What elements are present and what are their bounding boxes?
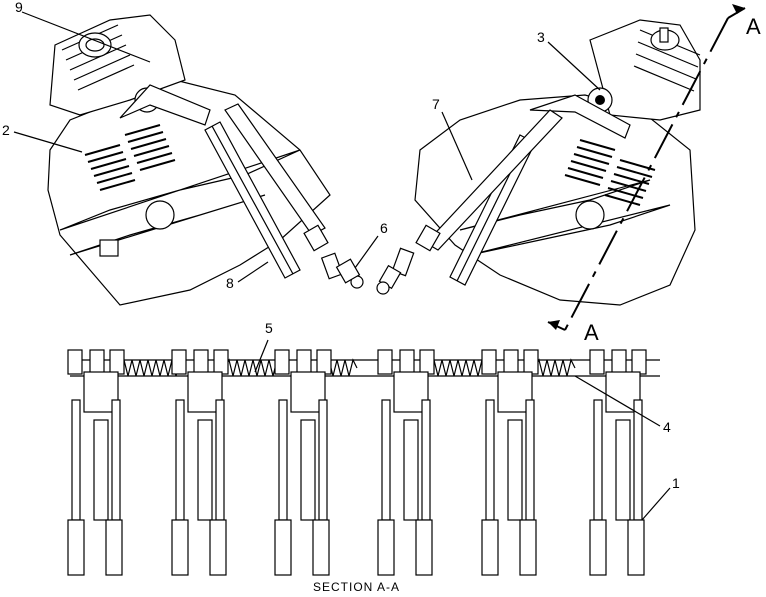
callout-2: 2 (2, 122, 10, 138)
leader-lines (13, 11, 671, 521)
rocker-group-1 (67, 349, 125, 576)
callout-5: 5 (265, 320, 273, 336)
rocker-group-3 (274, 349, 332, 576)
rocker-group-6 (589, 349, 647, 576)
rocker-shaft-assembly (67, 349, 660, 576)
section-marker-top: A (746, 14, 761, 39)
callout-9: 9 (15, 0, 23, 15)
callout-1: 1 (672, 475, 680, 491)
callout-3: 3 (537, 29, 545, 45)
left-valve-spring-b (124, 124, 176, 171)
section-caption: SECTION A-A (313, 580, 401, 594)
rocker-group-2 (171, 349, 229, 576)
right-valve-spring-b (604, 159, 656, 206)
right-injector-rod (425, 109, 563, 251)
section-line-a-a (547, 4, 746, 331)
left-injector-rod (224, 103, 326, 236)
callout-4: 4 (663, 419, 671, 435)
rocker-group-4 (377, 349, 435, 576)
left-cylinder-head (47, 14, 364, 306)
callout-6: 6 (380, 220, 388, 236)
callout-7: 7 (432, 96, 440, 112)
left-push-tube (204, 121, 301, 279)
left-valve-spring-a (84, 144, 136, 191)
callout-8: 8 (226, 275, 234, 291)
section-marker-bottom: A (584, 320, 599, 345)
right-valve-spring-a (564, 139, 616, 186)
rocker-group-5 (481, 349, 539, 576)
shaft-spring-right (429, 358, 487, 377)
right-cylinder-head (376, 19, 701, 306)
